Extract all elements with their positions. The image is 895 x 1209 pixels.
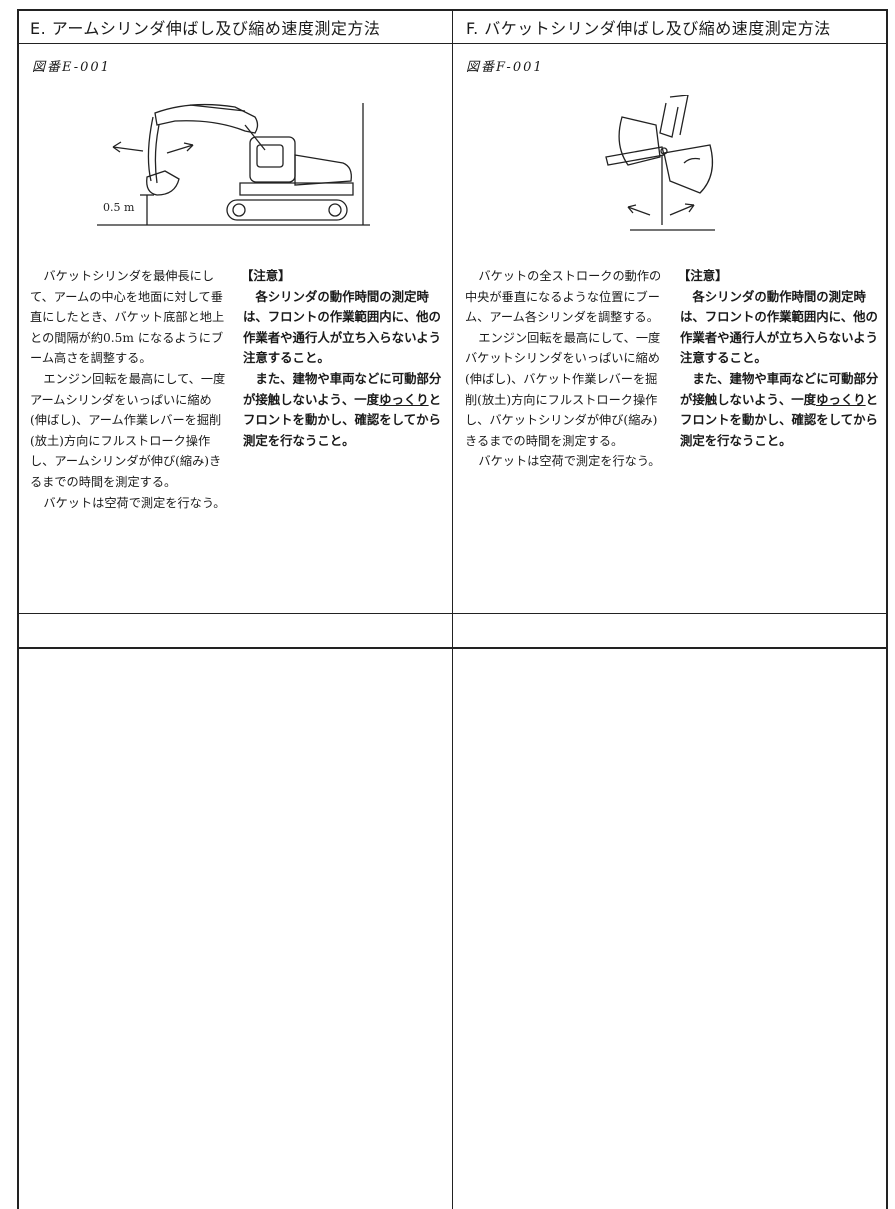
bucket-cylinder-illustration bbox=[605, 95, 715, 231]
section-f-description: バケットの全ストロークの動作の中央が垂直になるような位置にブーム、アーム各シリン… bbox=[465, 266, 663, 472]
column-divider bbox=[452, 9, 453, 1209]
e-note-para-2: また、建物や車両などに可動部分が接触しないよう、一度ゆっくりとフロントを動かし、… bbox=[243, 369, 443, 451]
section-f-note: 【注意】 各シリンダの動作時間の測定時は、フロントの作業範囲内に、他の作業者や通… bbox=[678, 266, 880, 451]
e-desc-para-2: エンジン回転を最高にして、一度アームシリンダをいっぱいに縮め(伸ばし)、アーム作… bbox=[30, 371, 226, 489]
figure-e-label: 図番E-001 bbox=[32, 60, 111, 75]
f-note-para-2: また、建物や車両などに可動部分が接触しないよう、一度ゆっくりとフロントを動かし、… bbox=[680, 369, 880, 451]
e-note-para-1: 各シリンダの動作時間の測定時は、フロントの作業範囲内に、他の作業者や通行人が立ち… bbox=[243, 288, 442, 366]
f-desc-para-1: バケットの全ストロークの動作の中央が垂直になるような位置にブーム、アーム各シリン… bbox=[465, 269, 662, 325]
f-note-underline: ゆっくり bbox=[816, 391, 866, 407]
f-note-text-end: とフロントを動かし、確認をしてから測定を行なうこと。 bbox=[680, 391, 879, 448]
excavator-arm-illustration: 0.5 m bbox=[97, 103, 370, 226]
f-desc-para-3: バケットは空荷で測定を行なう。 bbox=[478, 454, 661, 469]
section-e-note: 【注意】 各シリンダの動作時間の測定時は、フロントの作業範囲内に、他の作業者や通… bbox=[241, 266, 443, 451]
dim-label: 0.5 m bbox=[103, 201, 135, 214]
e-note-text: また、建物や車両などに可動部分が接触しないよう、一度 bbox=[243, 370, 442, 407]
header-rule bbox=[17, 43, 888, 44]
f-desc-para-2: エンジン回転を最高にして、一度バケットシリンダをいっぱいに縮め(伸ばし)、バケッ… bbox=[465, 330, 661, 448]
e-desc-para-3: バケットは空荷で測定を行なう。 bbox=[43, 495, 226, 510]
lower-rule bbox=[17, 647, 888, 649]
content-rule bbox=[17, 613, 888, 614]
f-note-title: 【注意】 bbox=[678, 268, 728, 283]
section-f-header: F. バケットシリンダ伸ばし及び縮め速度測定方法 bbox=[466, 19, 831, 38]
e-note-underline: ゆっくり bbox=[379, 391, 429, 407]
f-note-text: また、建物や車両などに可動部分が接触しないよう、一度 bbox=[680, 370, 879, 407]
figure-f-label: 図番F-001 bbox=[466, 60, 544, 75]
e-note-text-end: とフロントを動かし、確認をしてから測定を行なうこと。 bbox=[243, 391, 442, 448]
e-desc-para-1: バケットシリンダを最伸長にして、アームの中心を地面に対して垂直にしたとき、バケッ… bbox=[30, 269, 225, 366]
e-note-title: 【注意】 bbox=[241, 268, 291, 283]
f-note-para-1: 各シリンダの動作時間の測定時は、フロントの作業範囲内に、他の作業者や通行人が立ち… bbox=[680, 288, 879, 366]
section-e-header: E. アームシリンダ伸ばし及び縮め速度測定方法 bbox=[30, 19, 381, 38]
section-e-description: バケットシリンダを最伸長にして、アームの中心を地面に対して垂直にしたとき、バケッ… bbox=[30, 266, 228, 513]
